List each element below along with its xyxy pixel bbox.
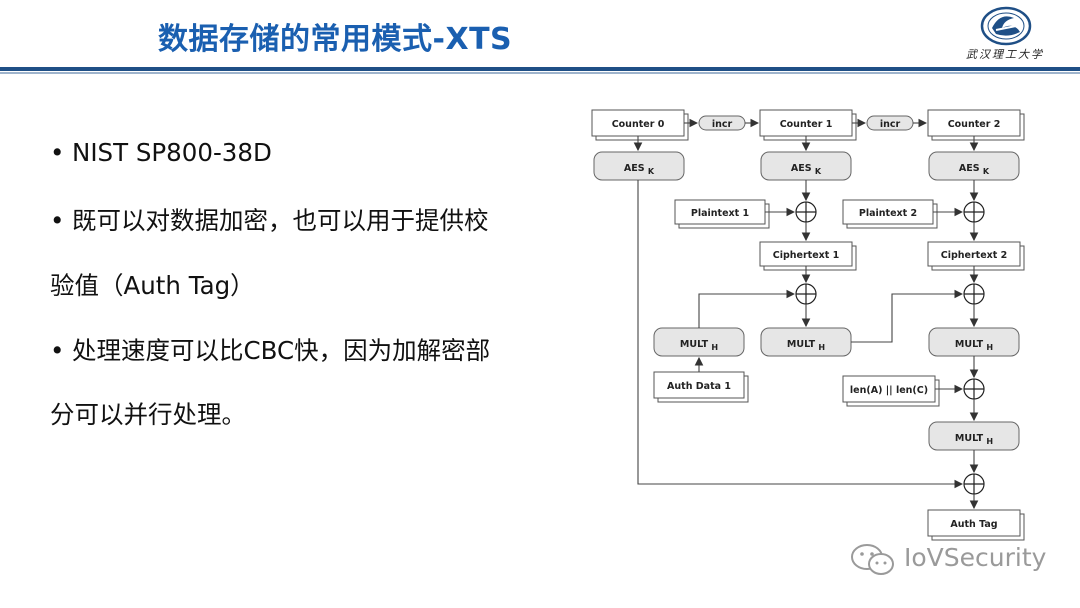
svg-text:AES K: AES K — [959, 163, 990, 176]
mult-label: MULT — [955, 339, 984, 350]
wechat-icon — [851, 544, 894, 575]
bullet-item: •处理速度可以比CBC快，因为加解密部 — [50, 332, 490, 367]
gcm-diagram: Counter 0 Counter 1 Counter 2 incr incr … — [591, 109, 1025, 541]
counter-2-box: Counter 2 — [927, 109, 1025, 141]
auth-data-box: Auth Data 1 — [653, 371, 749, 403]
plaintext-1-box: Plaintext 1 — [674, 199, 770, 229]
bullet-marker: • — [50, 206, 65, 235]
mult-box-1: MULT H — [760, 327, 852, 357]
ciphertext-2-label: Ciphertext 2 — [941, 250, 1008, 261]
auth-data-label: Auth Data 1 — [667, 381, 731, 392]
svg-text:MULT H: MULT H — [955, 339, 993, 352]
counter-2-label: Counter 2 — [948, 119, 1001, 130]
aes-box: AES K — [760, 151, 852, 181]
svg-text:AES K: AES K — [624, 163, 655, 176]
xor-icon — [963, 283, 985, 305]
bullet-text: 处理速度可以比CBC快，因为加解密部 — [72, 336, 491, 365]
counter-0-box: Counter 0 — [591, 109, 689, 141]
xor-icon — [795, 283, 817, 305]
bullet-marker: • — [50, 336, 65, 365]
counter-1-label: Counter 1 — [780, 119, 833, 130]
incr-box: incr — [866, 115, 914, 131]
aes-box: AES K — [928, 151, 1020, 181]
incr-label: incr — [712, 119, 733, 130]
counter-1-box: Counter 1 — [759, 109, 857, 141]
xor-icon — [963, 378, 985, 400]
slide-title: 数据存储的常用模式-XTS — [158, 22, 513, 57]
mult-h-sub: H — [986, 437, 993, 446]
svg-text:AES K: AES K — [791, 163, 822, 176]
xor-icon — [963, 201, 985, 223]
ciphertext-2-box: Ciphertext 2 — [927, 241, 1025, 271]
mult-label: MULT — [955, 433, 984, 444]
mult-label: MULT — [787, 339, 816, 350]
counter-0-label: Counter 0 — [612, 119, 665, 130]
ciphertext-1-box: Ciphertext 1 — [759, 241, 857, 271]
mult-h-sub: H — [818, 343, 825, 352]
incr-label: incr — [880, 119, 901, 130]
auth-tag-label: Auth Tag — [950, 519, 997, 530]
length-label: len(A) || len(C) — [850, 385, 928, 396]
aes-key-sub: K — [815, 167, 822, 176]
auth-tag-box: Auth Tag — [927, 509, 1025, 541]
plaintext-2-box: Plaintext 2 — [842, 199, 938, 229]
bullet-marker: • — [50, 138, 65, 167]
mult-label: MULT — [680, 339, 709, 350]
watermark-text: IoVSecurity — [904, 543, 1047, 572]
bullet-item: •既可以对数据加密，也可以用于提供校 — [50, 202, 489, 237]
university-logo — [980, 6, 1032, 46]
mult-box-final: MULT H — [928, 421, 1020, 451]
mult-h-sub: H — [986, 343, 993, 352]
ciphertext-1-label: Ciphertext 1 — [773, 250, 840, 261]
svg-text:MULT H: MULT H — [955, 433, 993, 446]
aes-key-sub: K — [983, 167, 990, 176]
aes-box: AES K — [593, 151, 685, 181]
aes-label: AES — [624, 163, 645, 174]
university-logo-text: 武汉理工大学 — [966, 48, 1044, 61]
length-box: len(A) || len(C) — [842, 375, 940, 407]
aes-key-sub: K — [648, 167, 655, 176]
xor-icon — [963, 473, 985, 495]
aes-label: AES — [791, 163, 812, 174]
mult-h-sub: H — [711, 343, 718, 352]
mult-box-auth: MULT H — [653, 327, 745, 357]
bullet-continuation: 分可以并行处理。 — [50, 400, 246, 429]
svg-text:MULT H: MULT H — [680, 339, 718, 352]
bullet-text: 既可以对数据加密，也可以用于提供校 — [72, 206, 489, 235]
header-rule — [0, 67, 1080, 71]
xor-icon — [795, 201, 817, 223]
mult-box-2: MULT H — [928, 327, 1020, 357]
bullet-continuation: 验值（Auth Tag） — [50, 271, 255, 300]
plaintext-2-label: Plaintext 2 — [859, 208, 917, 219]
incr-box: incr — [698, 115, 746, 131]
svg-text:MULT H: MULT H — [787, 339, 825, 352]
header-rule-secondary — [0, 72, 1080, 74]
bullet-item: •NIST SP800-38D — [50, 138, 272, 167]
plaintext-1-label: Plaintext 1 — [691, 208, 749, 219]
aes-label: AES — [959, 163, 980, 174]
bullet-text: NIST SP800-38D — [72, 138, 272, 167]
